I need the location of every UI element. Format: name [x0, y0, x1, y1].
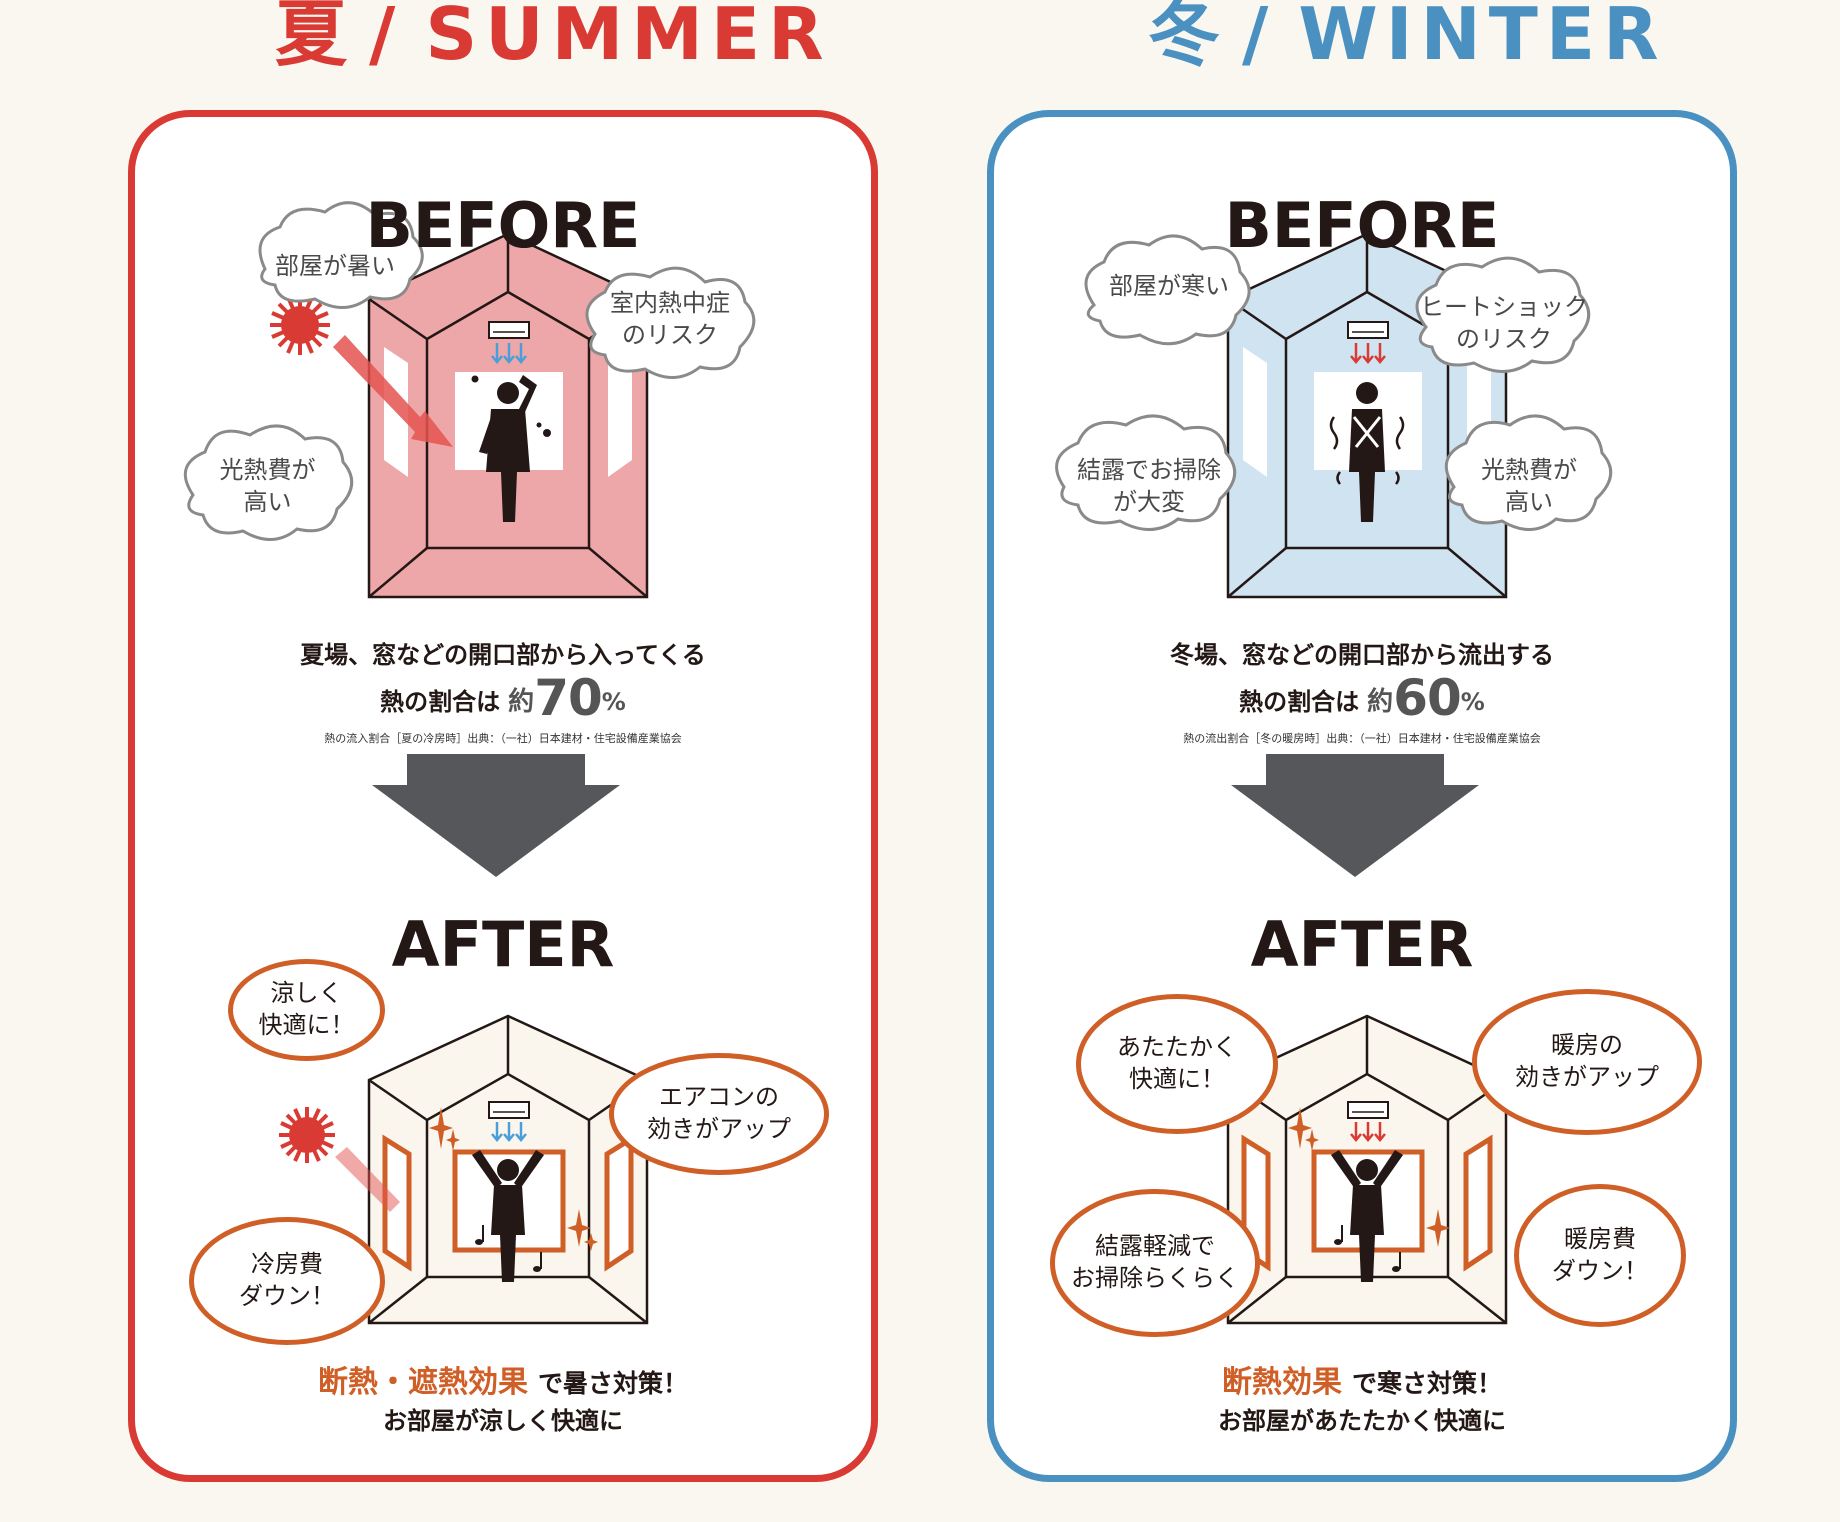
music-note-icon — [475, 1225, 542, 1272]
winter-bubble-cost-down: 暖房費 ダウン！ — [1514, 1184, 1686, 1327]
summer-after-right-window — [604, 1134, 634, 1272]
winter-card: BEFORE 部屋が寒い ヒートショック のリスク 結露でお掃除 が大変 光熱費… — [987, 110, 1737, 1482]
music-note-icon — [1334, 1225, 1401, 1272]
summer-kanji: 夏 — [275, 0, 356, 76]
winter-stat-approx: 約 — [1367, 687, 1394, 717]
winter-after-label: AFTER — [1250, 908, 1474, 981]
person-icon — [471, 375, 551, 522]
heat-ray-arrow — [335, 1147, 400, 1212]
summer-slash: / — [369, 0, 404, 76]
summer-bubble-aircon: エアコンの 効きがアップ — [609, 1053, 829, 1175]
heat-ray-arrow — [333, 335, 453, 447]
sparkle-icon — [1288, 1107, 1450, 1247]
summer-bubble-cost-down: 冷房費 ダウン！ — [189, 1217, 385, 1345]
summer-stat-line1: 夏場、窓などの開口部から入ってくる — [300, 641, 706, 669]
summer-before-right-window — [608, 347, 632, 477]
winter-source: 熱の流出割合［冬の暖房時］出典：（一社）日本建材・住宅設備産業協会 — [1183, 732, 1541, 745]
winter-effect-highlight: 断熱効果 — [1221, 1365, 1342, 1400]
air-conditioner-icon — [1347, 1101, 1389, 1142]
winter-cloud-cost: 光熱費が 高い — [1481, 456, 1577, 516]
summer-effect-sub: お部屋が涼しく快適に — [383, 1407, 623, 1435]
winter-effect-text: で寒さ対策！ — [1351, 1369, 1502, 1398]
summer-before-label: BEFORE — [365, 189, 641, 262]
down-arrow-icon — [1231, 754, 1479, 877]
winter-stat-line2: 熱の割合は約60% — [994, 669, 1730, 727]
summer-name: SUMMER — [425, 0, 832, 76]
sun-icon — [270, 295, 330, 355]
winter-stat-prefix: 熱の割合は — [1239, 688, 1360, 716]
summer-stat-prefix: 熱の割合は — [380, 688, 501, 716]
summer-title: 夏/SUMMER — [275, 0, 832, 70]
cloud-icon — [183, 201, 756, 541]
air-conditioner-icon — [488, 1101, 530, 1142]
winter-cloud-condensation: 結露でお掃除 が大変 — [1077, 456, 1221, 516]
summer-stat-approx: 約 — [508, 687, 535, 717]
summer-cloud-heatstroke: 室内熱中症 のリスク — [610, 289, 730, 349]
air-conditioner-icon — [1347, 321, 1389, 364]
winter-cloud-heatshock: ヒートショック のリスク — [1420, 293, 1588, 353]
cloud-icon — [1055, 234, 1613, 531]
winter-kanji: 冬 — [1148, 0, 1229, 76]
winter-bubble-warm: あたたかく 快適に！ — [1076, 994, 1278, 1134]
person-icon — [472, 1150, 544, 1282]
summer-after-label: AFTER — [391, 908, 615, 981]
winter-bubble-condensation: 結露軽減で お掃除らくらく — [1050, 1189, 1260, 1337]
winter-name: WINTER — [1298, 0, 1667, 76]
person-icon — [1329, 382, 1405, 522]
summer-effect: 断熱・遮熱効果で暑さ対策！ — [135, 1357, 871, 1401]
summer-cloud-cost: 光熱費が 高い — [219, 456, 316, 516]
winter-cloud-cold: 部屋が寒い — [1109, 272, 1229, 301]
down-arrow-icon — [372, 754, 620, 877]
winter-before-label: BEFORE — [1224, 189, 1500, 262]
summer-effect-text: で暑さ対策！ — [537, 1369, 688, 1398]
winter-after-right-window — [1463, 1134, 1493, 1272]
air-conditioner-icon — [488, 321, 530, 364]
summer-source: 熱の流入割合［夏の冷房時］出典：（一社）日本建材・住宅設備産業協会 — [324, 732, 682, 745]
sun-icon — [279, 1107, 335, 1163]
summer-illustration — [183, 201, 756, 1325]
summer-stat-line2: 熱の割合は約70% — [135, 669, 871, 727]
summer-cloud-hot: 部屋が暑い — [275, 252, 395, 281]
person-icon — [1331, 1150, 1403, 1282]
summer-stat-value: 70 — [534, 669, 603, 727]
winter-slash: / — [1242, 0, 1277, 76]
winter-stat-line1: 冬場、窓などの開口部から流出する — [1170, 641, 1554, 669]
winter-stat-value: 60 — [1393, 669, 1462, 727]
summer-stat-unit: % — [601, 688, 626, 716]
winter-effect-sub: お部屋があたたかく快適に — [1218, 1407, 1506, 1435]
winter-before-left-window — [1243, 347, 1267, 477]
sparkle-icon — [429, 1107, 598, 1251]
summer-effect-highlight: 断熱・遮熱効果 — [317, 1365, 528, 1400]
winter-illustration — [1055, 232, 1613, 1325]
winter-effect: 断熱効果で寒さ対策！ — [994, 1357, 1730, 1401]
winter-title: 冬/WINTER — [1148, 0, 1667, 70]
summer-bubble-cool: 涼しく 快適に！ — [228, 959, 385, 1061]
winter-stat-unit: % — [1460, 688, 1485, 716]
summer-card: BEFORE 部屋が暑い 室内熱中症 のリスク 光熱費が 高い 夏場、窓などの開… — [128, 110, 878, 1482]
winter-bubble-heating: 暖房の 効きがアップ — [1472, 989, 1702, 1135]
